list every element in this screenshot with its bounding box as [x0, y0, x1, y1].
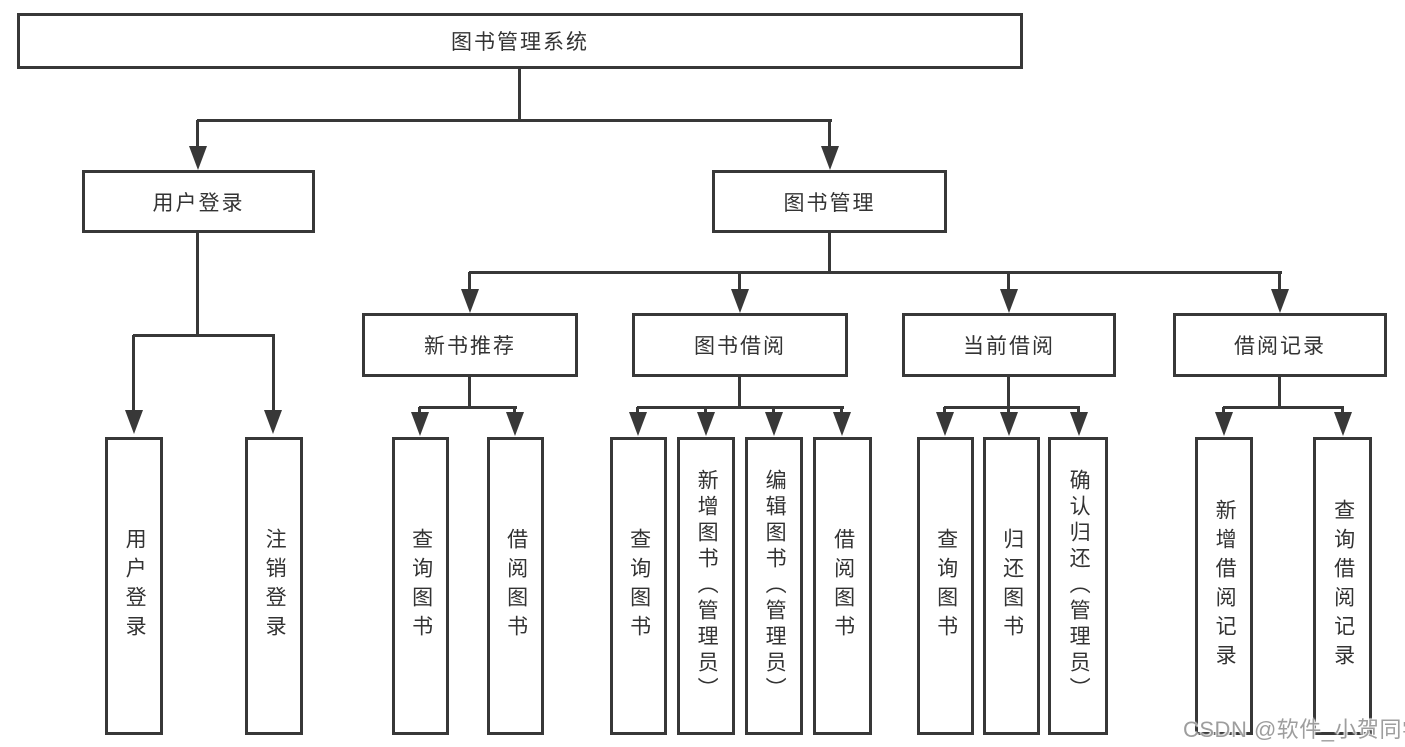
connector-book-mgmt-down	[828, 233, 831, 272]
leaf-current-return-book: 归还图书	[983, 437, 1040, 735]
node-user-login: 用户登录	[82, 170, 315, 233]
leaf-label: 确认归还（管理员）	[1067, 469, 1091, 703]
connector-arrow-stem	[1077, 407, 1080, 414]
leaf-label: 新增图书（管理员）	[695, 469, 719, 703]
connector-current-down	[1007, 377, 1010, 407]
arrow-down-icon	[1334, 412, 1352, 436]
leaf-logout: 注销登录	[245, 437, 303, 735]
arrow-down-icon	[833, 412, 851, 436]
node-borrow-record: 借阅记录	[1173, 313, 1387, 377]
leaf-borrow-add-book-admin: 新增图书（管理员）	[677, 437, 735, 735]
arrow-down-icon	[1000, 412, 1018, 436]
leaf-label: 注销登录	[263, 528, 287, 644]
node-current-borrow: 当前借阅	[902, 313, 1116, 377]
connector-arrow-stem	[468, 272, 471, 291]
connector-arrow-stem	[840, 407, 843, 414]
arrow-down-icon	[936, 412, 954, 436]
leaf-label: 新增借阅记录	[1213, 499, 1237, 673]
leaf-borrow-query-book: 查询图书	[610, 437, 667, 735]
leaf-record-add-borrow-record: 新增借阅记录	[1195, 437, 1253, 735]
connector-root-down	[518, 69, 521, 120]
arrow-down-icon	[731, 289, 749, 313]
leaf-newbook-query-book: 查询图书	[392, 437, 449, 735]
connector-arrow-stem	[272, 335, 275, 412]
leaf-label: 查询图书	[409, 528, 433, 644]
arrow-down-icon	[506, 412, 524, 436]
node-new-book-recommend: 新书推荐	[362, 313, 578, 377]
connector-arrow-stem	[1278, 272, 1281, 291]
node-book-borrow: 图书借阅	[632, 313, 848, 377]
connector-arrow-stem	[943, 407, 946, 414]
leaf-newbook-borrow-book: 借阅图书	[487, 437, 544, 735]
connector-level3-rail	[469, 271, 1282, 274]
arrow-down-icon	[125, 410, 143, 434]
leaf-label: 用户登录	[123, 528, 147, 644]
arrow-down-icon	[1000, 289, 1018, 313]
connector-user-login-down	[196, 233, 199, 335]
connector-arrow-stem	[196, 120, 199, 148]
leaf-label: 查询借阅记录	[1331, 499, 1355, 673]
connector-arrow-stem	[418, 407, 421, 414]
connector-new-book-rail	[419, 406, 517, 409]
arrow-down-icon	[189, 146, 207, 170]
leaf-record-query-borrow-record: 查询借阅记录	[1313, 437, 1372, 735]
leaf-label: 查询图书	[627, 528, 651, 644]
arrow-down-icon	[821, 146, 839, 170]
connector-new-book-down	[468, 377, 471, 407]
leaf-label: 借阅图书	[504, 528, 528, 644]
leaf-label: 归还图书	[1000, 528, 1024, 644]
leaf-current-query-book: 查询图书	[917, 437, 974, 735]
connector-arrow-stem	[1341, 407, 1344, 414]
leaf-borrow-edit-book-admin: 编辑图书（管理员）	[745, 437, 803, 735]
node-book-management: 图书管理	[712, 170, 947, 233]
leaf-borrow-borrow-book: 借阅图书	[813, 437, 872, 735]
connector-arrow-stem	[513, 407, 516, 414]
connector-arrow-stem	[1007, 272, 1010, 291]
connector-record-down	[1278, 377, 1281, 407]
connector-arrow-stem	[738, 272, 741, 291]
connector-arrow-stem	[704, 407, 707, 414]
connector-arrow-stem	[1222, 407, 1225, 414]
connector-book-borrow-down	[738, 377, 741, 407]
connector-arrow-stem	[828, 120, 831, 148]
node-root: 图书管理系统	[17, 13, 1023, 69]
arrow-down-icon	[765, 412, 783, 436]
connector-arrow-stem	[1007, 407, 1010, 414]
leaf-label: 编辑图书（管理员）	[763, 469, 787, 703]
connector-arrow-stem	[132, 335, 135, 412]
arrow-down-icon	[697, 412, 715, 436]
arrow-down-icon	[629, 412, 647, 436]
connector-book-borrow-rail	[637, 406, 844, 409]
arrow-down-icon	[1271, 289, 1289, 313]
arrow-down-icon	[411, 412, 429, 436]
leaf-current-confirm-return-admin: 确认归还（管理员）	[1048, 437, 1108, 735]
arrow-down-icon	[1215, 412, 1233, 436]
arrow-down-icon	[461, 289, 479, 313]
arrow-down-icon	[1070, 412, 1088, 436]
connector-level2-rail	[197, 119, 832, 122]
leaf-user-login: 用户登录	[105, 437, 163, 735]
connector-login-rail	[133, 334, 275, 337]
connector-arrow-stem	[636, 407, 639, 414]
leaf-label: 借阅图书	[831, 528, 855, 644]
connector-current-rail	[944, 406, 1080, 409]
connector-arrow-stem	[772, 407, 775, 414]
arrow-down-icon	[264, 410, 282, 434]
csdn-watermark: CSDN @软件_小贺同学	[1183, 717, 1405, 742]
connector-record-rail	[1223, 406, 1344, 409]
leaf-label: 查询图书	[934, 528, 958, 644]
